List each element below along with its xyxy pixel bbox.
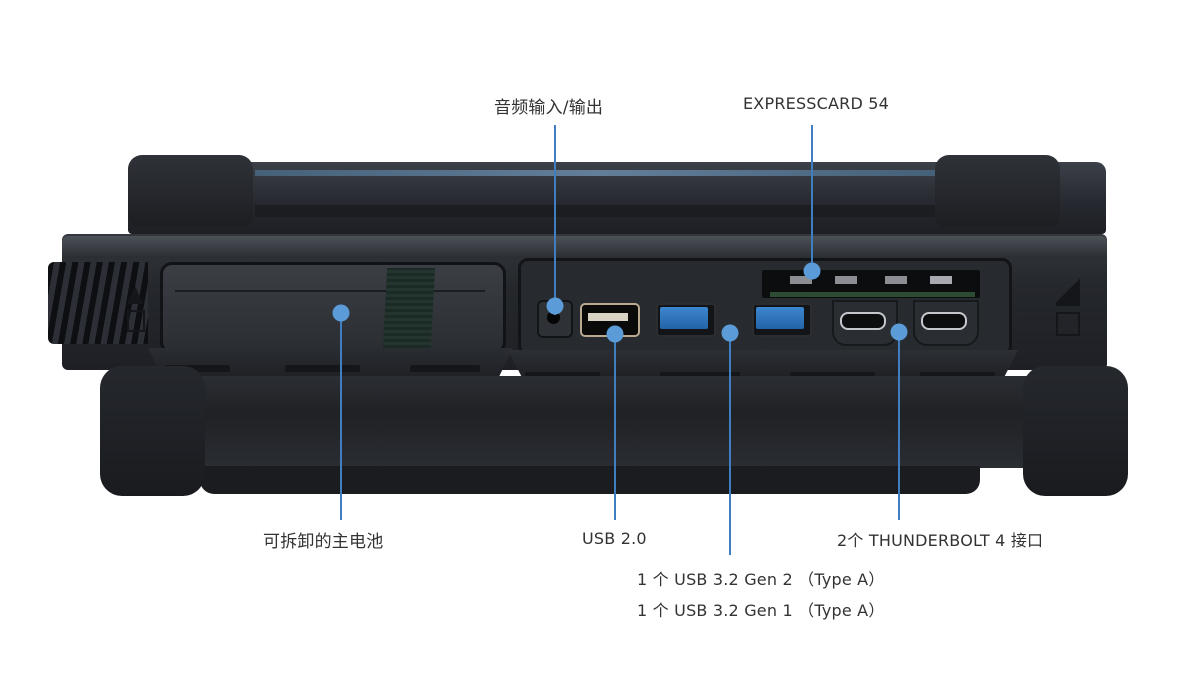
bumper-right <box>1023 366 1128 496</box>
usb2-port-tongue <box>588 313 628 321</box>
slot-contact <box>790 276 812 284</box>
callout-line-usb32 <box>729 333 731 555</box>
bottom-chassis <box>160 376 1030 468</box>
base-top-edge <box>62 236 1107 258</box>
vent-slit <box>660 372 740 379</box>
slot-contact <box>885 276 907 284</box>
vent-slit <box>285 365 360 372</box>
vent-slit <box>790 372 875 379</box>
callout-line-audio <box>554 125 556 315</box>
callout-line-thunderbolt <box>898 332 900 520</box>
lid-corner-left <box>128 155 253 227</box>
callout-line-battery <box>340 313 342 520</box>
callout-dot-expresscard <box>803 262 821 280</box>
callout-dot-audio <box>546 297 564 315</box>
vent-slit <box>525 372 600 379</box>
callout-dot-battery <box>332 304 350 322</box>
slot-contact <box>835 276 857 284</box>
vent-slit <box>410 365 480 372</box>
left-square-mark <box>127 310 145 332</box>
bottom-foot <box>200 466 980 494</box>
label-thunderbolt: 2个 THUNDERBOLT 4 接口 <box>837 531 1044 550</box>
left-triangle-mark <box>127 286 143 304</box>
lid-accent-strip <box>255 170 935 176</box>
expresscard-pcb <box>770 292 975 297</box>
callout-line-expresscard <box>811 125 813 270</box>
label-expresscard: EXPRESSCARD 54 <box>743 94 890 113</box>
label-battery: 可拆卸的主电池 <box>263 532 384 552</box>
slot-contact <box>930 276 952 284</box>
battery-lip <box>148 348 513 378</box>
bumper-left <box>100 366 205 496</box>
thunderbolt-port-2 <box>921 312 967 330</box>
right-square-mark <box>1056 312 1080 336</box>
vent-slit <box>920 372 995 379</box>
usb3-gen2-port-insert <box>660 307 708 329</box>
usb3-gen1-port-insert <box>756 307 804 329</box>
callout-line-usb20 <box>614 334 616 520</box>
battery-seam <box>175 290 485 292</box>
label-audio: 音频输入/输出 <box>494 98 604 118</box>
label-usb20: USB 2.0 <box>582 529 647 548</box>
callout-dot-usb20 <box>606 325 624 343</box>
label-usb32-gen1: 1 个 USB 3.2 Gen 1 （Type A） <box>637 601 885 620</box>
label-usb32-gen2: 1 个 USB 3.2 Gen 2 （Type A） <box>637 570 885 589</box>
lid-corner-right <box>935 155 1060 227</box>
lid-groove <box>255 205 935 217</box>
battery-pull-tab <box>382 268 436 348</box>
thunderbolt-port-1 <box>840 312 886 330</box>
vent-slit <box>165 365 230 372</box>
callout-dot-usb32 <box>721 324 739 342</box>
callout-dot-thunderbolt <box>890 323 908 341</box>
right-triangle-mark <box>1056 276 1080 306</box>
